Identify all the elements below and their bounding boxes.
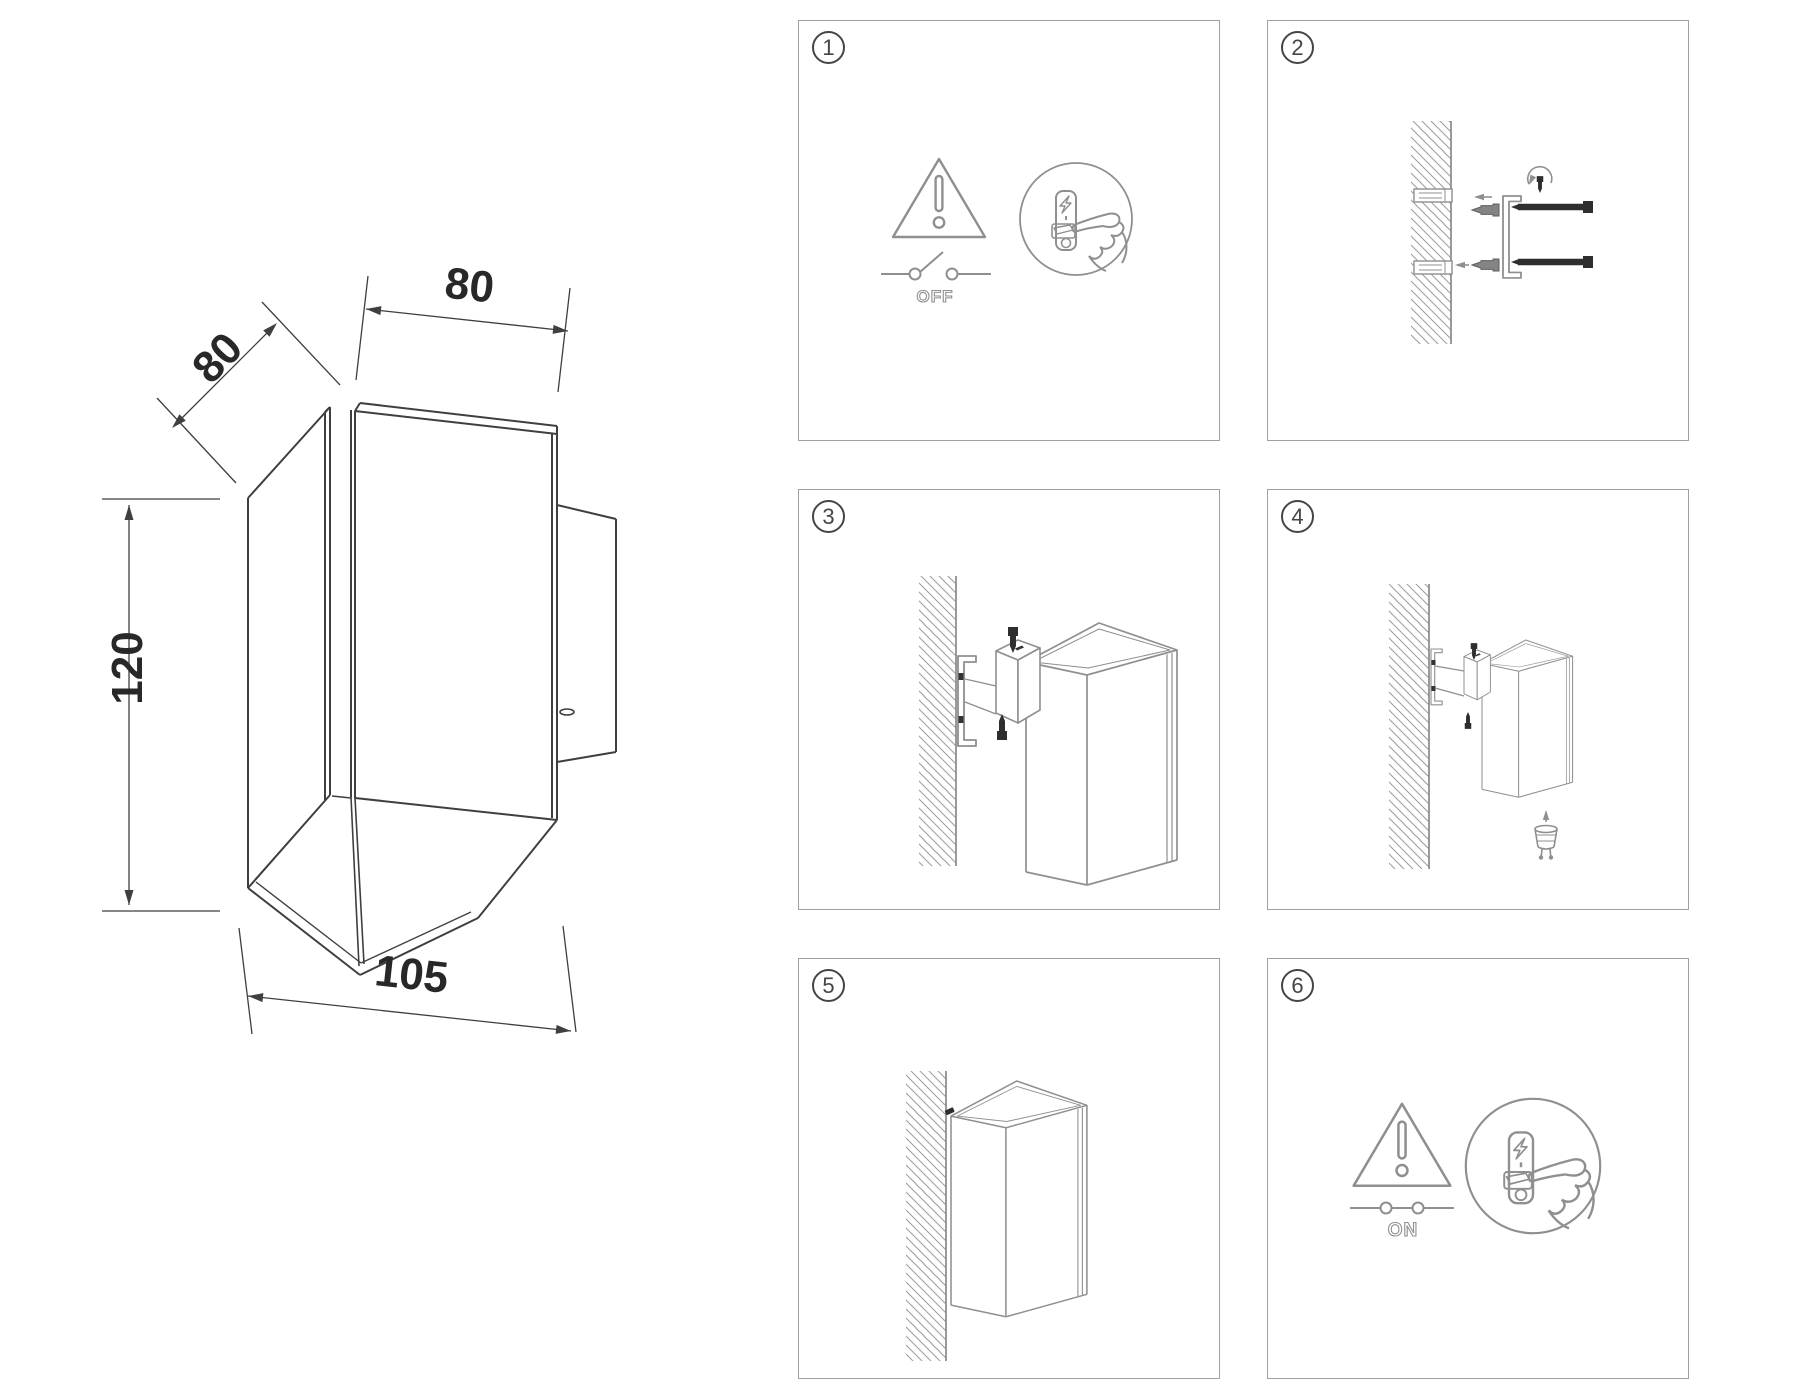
wall-plug-icon [1413,260,1453,275]
dimension-depth-top: 80 [156,301,341,484]
insert-arrow-icon [1474,193,1492,201]
bracket-screw-icon [1511,201,1593,213]
dimension-label-depth-top: 80 [183,323,252,392]
insert-arrow-icon [1455,261,1469,269]
panel-step-4: 4 [1267,489,1689,910]
step-6-badge: 6 [1281,969,1314,1002]
lamp-mounted-icon [950,1080,1088,1318]
open-circuit-switch-icon [880,251,992,281]
step-3-number: 3 [822,503,835,529]
dimension-label-height-left: 120 [103,631,152,704]
step-1-number: 1 [822,34,835,60]
step-5-number: 5 [822,972,835,998]
lamp-isometric-drawing [247,402,617,976]
step-4-number: 4 [1291,503,1304,529]
insert-arrow-icon [1542,810,1550,822]
lamp-mount-block-icon [1463,649,1491,701]
lamp-shade-icon [1481,639,1574,798]
fixing-screw-icon [1464,712,1472,729]
screwdriver-rotation-icon [1526,165,1553,193]
closed-circuit-switch-icon [1349,1201,1455,1215]
wall-plug-icon [1413,188,1453,203]
wall-section-icon [919,576,957,866]
dimension-depth-bottom: 105 [238,925,577,1036]
wall-section-icon [906,1071,947,1361]
lamp-shade-icon [1025,622,1178,886]
panel-step-1: 1 OFF [798,20,1220,441]
bulb-icon [1534,824,1558,860]
mounting-bracket-icon [957,655,977,747]
step-1-badge: 1 [812,31,845,64]
wall-section-icon [1389,584,1430,869]
switch-on-label: ON [1388,1220,1419,1241]
lamp-mount-block-icon [995,639,1041,724]
switch-off-label: OFF [917,287,954,306]
hanging-guide-lines [1434,665,1465,697]
step-2-badge: 2 [1281,31,1314,64]
warning-triangle-icon [1352,1102,1452,1187]
fixing-screw-icon [944,1107,955,1116]
dimension-label-width-top: 80 [443,259,497,313]
hanging-guide-lines [964,678,997,715]
panel-step-2: 2 [1267,20,1689,441]
mounting-bracket-icon [1430,648,1443,706]
step-4-badge: 4 [1281,500,1314,533]
step-5-badge: 5 [812,969,845,1002]
hand-press-light-switch-icon [1019,162,1133,276]
step-2-number: 2 [1291,34,1304,60]
dimension-height-left: 120 [102,498,220,912]
technical-drawing: 80 80 120 105 [102,259,617,1036]
dimension-label-depth-bottom: 105 [372,946,450,1003]
screw-icon [1471,258,1500,272]
panel-step-5: 5 [798,958,1220,1379]
wall-section-icon [1411,121,1452,344]
dimension-width-top: 80 [355,259,571,393]
panel-step-6: 6 ON [1267,958,1689,1379]
panel-step-3: 3 [798,489,1220,910]
warning-triangle-icon [891,157,987,239]
screw-icon [1471,203,1500,217]
hand-press-light-switch-icon [1464,1097,1602,1235]
step-6-number: 6 [1291,972,1304,998]
bracket-screw-icon [1511,256,1593,268]
step-3-badge: 3 [812,500,845,533]
